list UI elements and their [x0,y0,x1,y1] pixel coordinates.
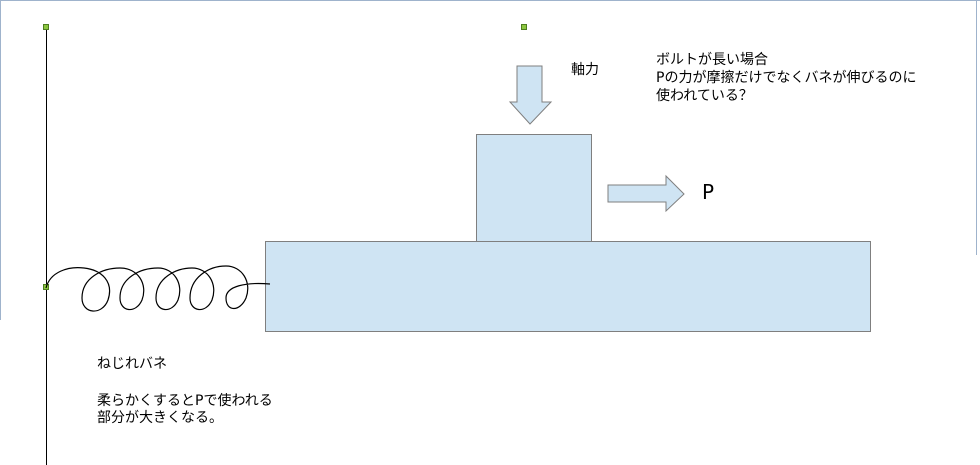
selection-handle-arrow-top[interactable] [521,24,527,30]
force-p-label: P [702,180,715,204]
canvas-frame-left [0,0,1,320]
spring-note-line-2: 部分が大きくなる。 [97,410,223,426]
note-line-2: Pの力が摩擦だけでなくバネが伸びるのに [656,70,917,86]
canvas-frame-top [0,0,980,1]
torsion-spring[interactable] [40,260,280,320]
note-line-1: ボルトが長い場合 [656,52,768,68]
spring-note-line-1: 柔らかくするとPで使われる [97,393,273,409]
canvas-frame-right [976,0,977,255]
force-p-arrow[interactable] [607,174,686,214]
base-plate[interactable] [265,241,871,332]
axial-force-label: 軸力 [571,62,599,78]
wall-line[interactable] [46,27,47,465]
upper-block[interactable] [476,134,592,242]
note-line-3: 使われている？ [656,88,753,104]
spring-title: ねじれバネ [97,356,167,372]
selection-handle-top[interactable] [43,24,49,30]
axial-force-arrow[interactable] [508,65,553,126]
